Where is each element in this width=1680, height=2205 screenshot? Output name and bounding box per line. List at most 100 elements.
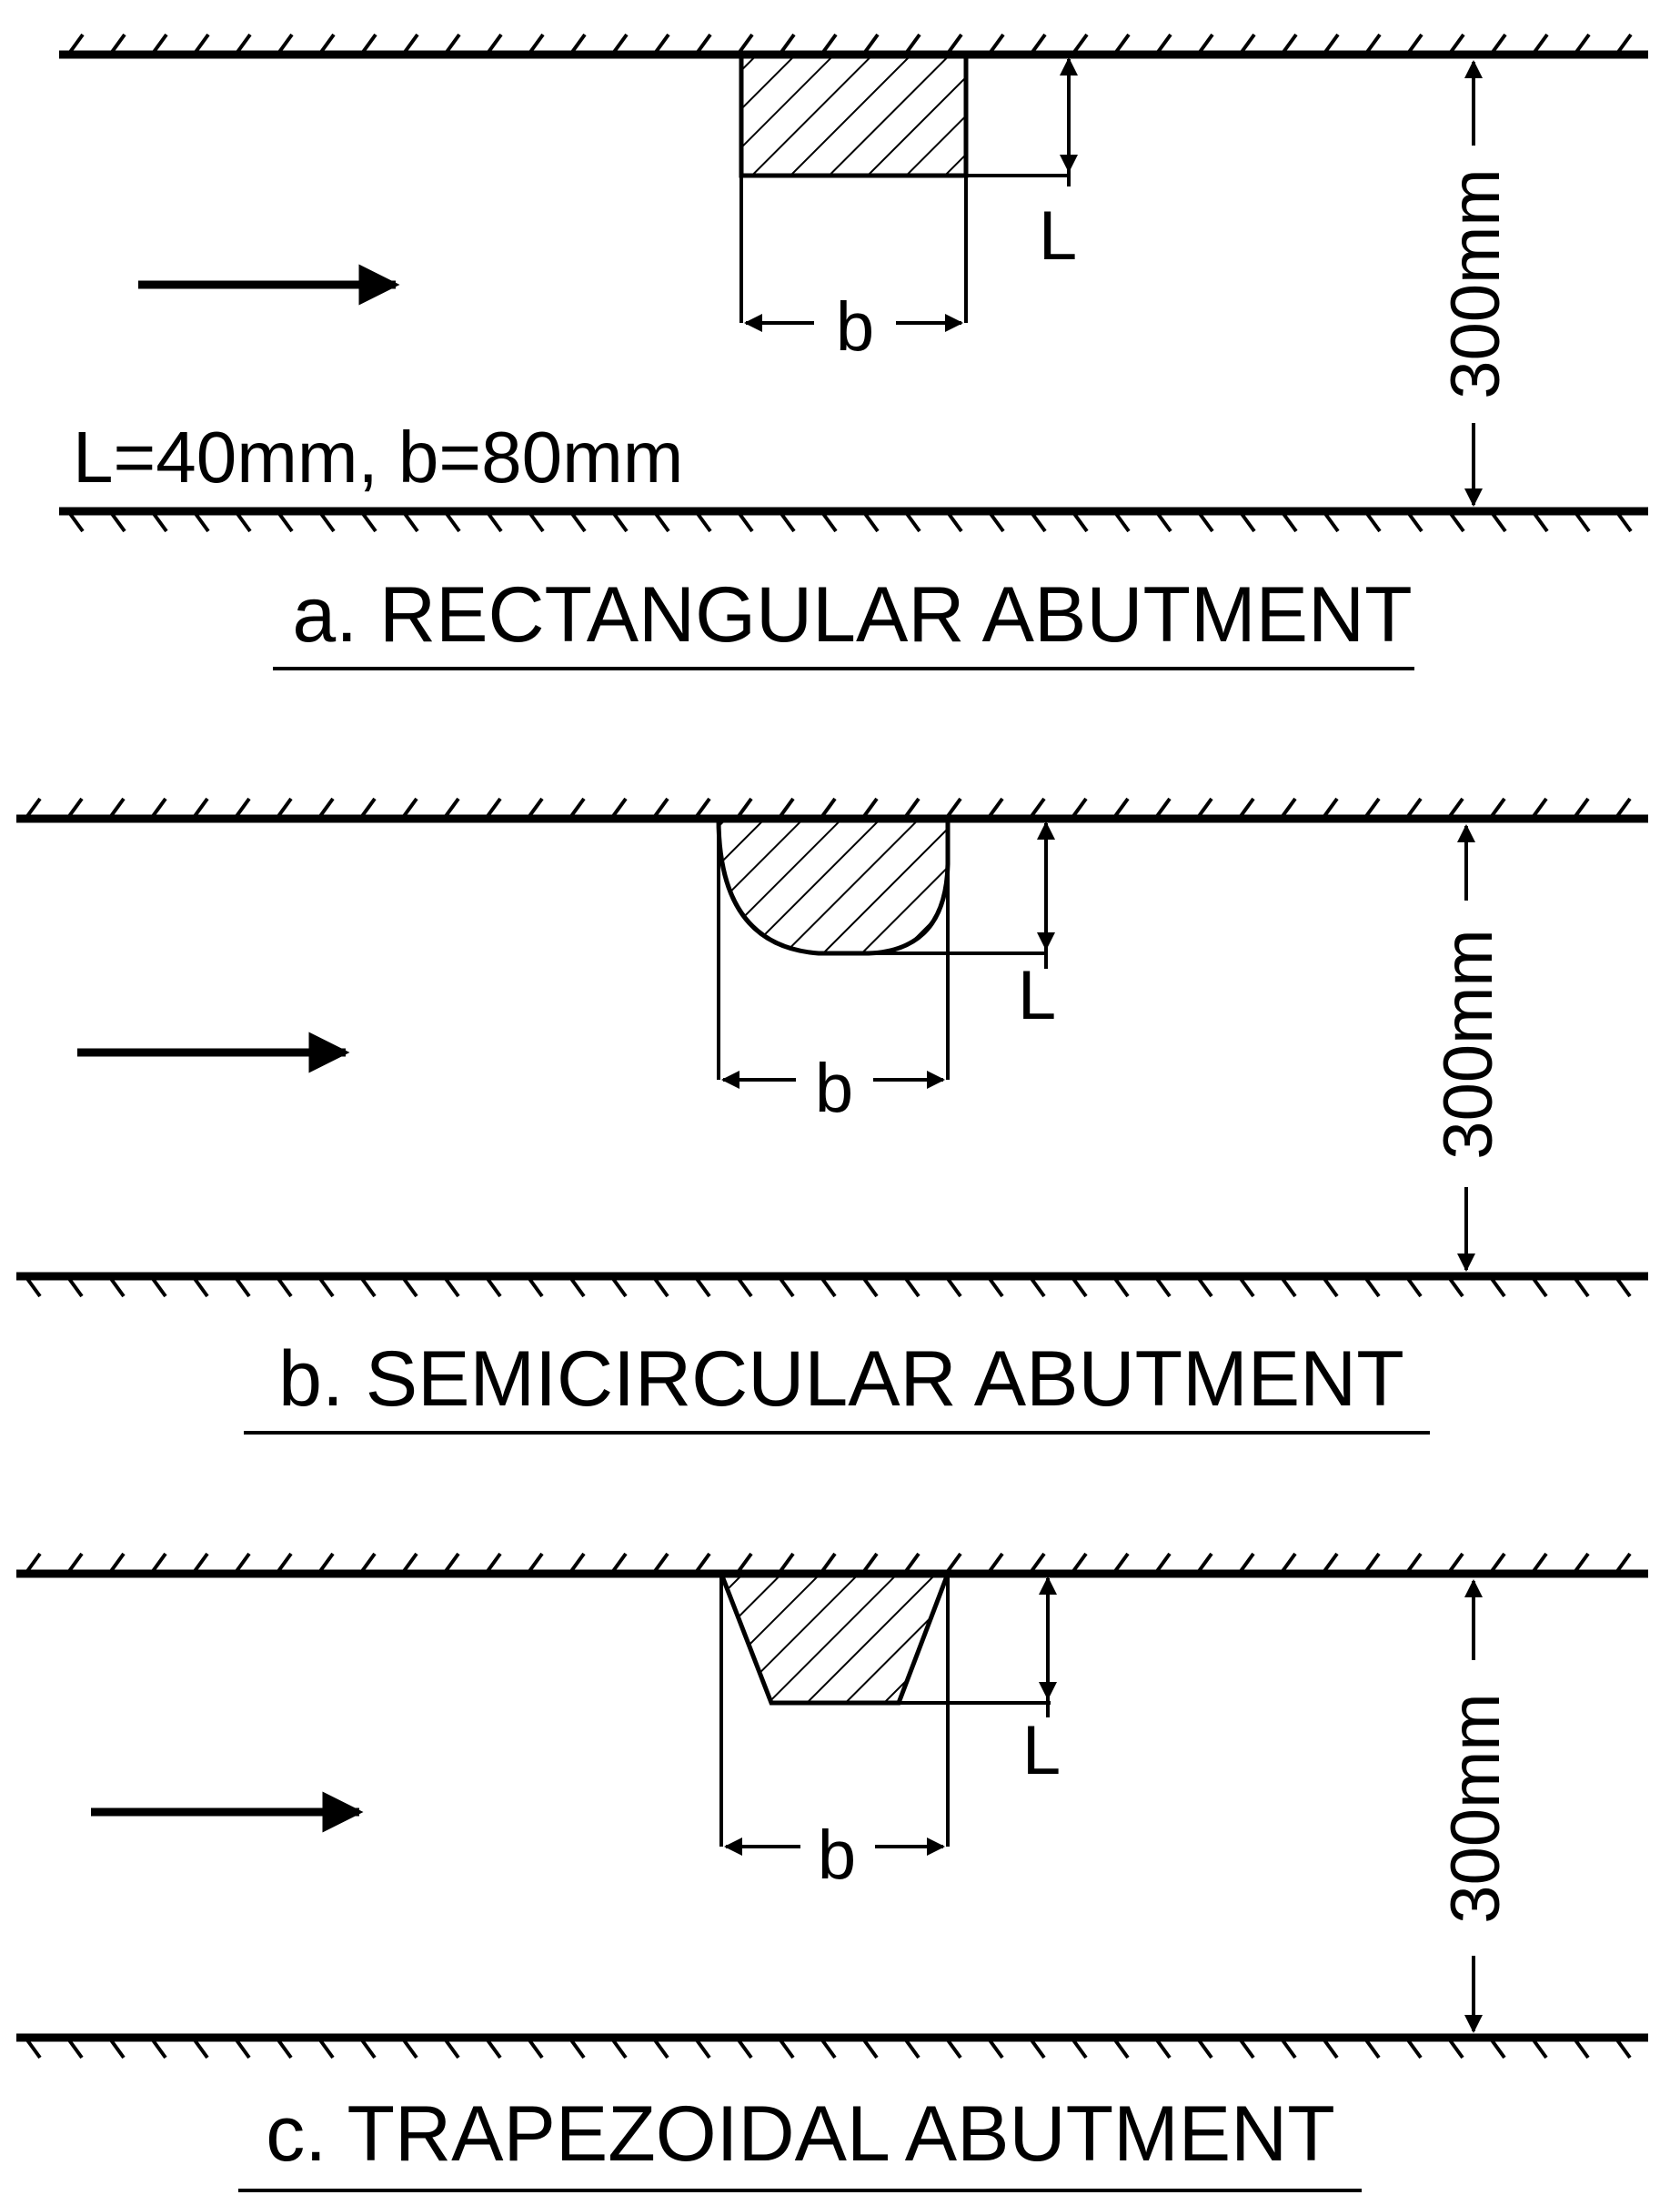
wall-hatch-tick <box>987 509 1005 533</box>
wall-hatch-tick <box>1237 2036 1255 2059</box>
wall-hatch-tick <box>610 33 629 56</box>
wall-hatch-tick <box>945 509 963 533</box>
wall-hatch-tick <box>1614 797 1632 821</box>
wall-hatch-tick <box>777 1552 795 1576</box>
wall-hatch-tick <box>777 1274 795 1298</box>
wall-hatch-tick <box>485 509 503 533</box>
wall-hatch-tick <box>1237 1552 1255 1576</box>
wall-hatch-tick <box>527 33 545 56</box>
wall-hatch-tick <box>1028 1274 1046 1298</box>
wall-hatch-tick <box>819 1274 837 1298</box>
abutment-trapezoidal <box>718 1571 951 1706</box>
wall-hatch-tick <box>1112 2036 1130 2059</box>
wall-hatch-tick <box>443 509 461 533</box>
wall-hatch-tick <box>1489 509 1507 533</box>
wall-hatch-tick <box>1196 33 1214 56</box>
panel-c: b L 300mm c. TRAPEZOIDAL ABUTMENT <box>16 1552 1648 2192</box>
wall-hatch-tick <box>1153 2036 1172 2059</box>
wall-hatch-tick <box>1238 33 1256 56</box>
wall-hatch-tick <box>1531 509 1549 533</box>
wall-hatch-tick <box>485 33 503 56</box>
wall-hatch-tick <box>65 1552 84 1576</box>
wall-hatch-tick <box>1573 33 1591 56</box>
wall-hatch-tick <box>693 1552 711 1576</box>
width-label: b <box>818 1817 856 1894</box>
wall-hatch-tick <box>1572 1274 1590 1298</box>
channel-width-dimension: 300mm <box>1437 60 1514 507</box>
wall-hatch-tick <box>945 33 963 56</box>
wall-hatch-tick <box>359 509 377 533</box>
wall-hatch-tick <box>358 1274 377 1298</box>
wall-hatch-tick <box>944 1274 962 1298</box>
wall-hatch-tick <box>1071 33 1089 56</box>
wall-hatch-tick <box>1238 509 1256 533</box>
channel-wall-bottom <box>59 507 1648 533</box>
wall-hatch-tick <box>275 1552 293 1576</box>
wall-hatch-tick <box>1446 2036 1464 2059</box>
wall-hatch-tick <box>191 1552 209 1576</box>
wall-hatch-tick <box>66 33 85 56</box>
wall-hatch-tick <box>400 1552 418 1576</box>
wall-hatch-tick <box>1321 1552 1339 1576</box>
wall-hatch-tick <box>66 509 85 533</box>
wall-hatch-tick <box>149 797 167 821</box>
wall-hatch-tick <box>1488 1552 1506 1576</box>
wall-hatch-tick <box>651 1274 669 1298</box>
length-label: L <box>1018 957 1056 1034</box>
wall-hatch-tick <box>1446 1274 1464 1298</box>
wall-hatch-tick <box>192 509 210 533</box>
wall-hatch-tick <box>1112 797 1130 821</box>
wall-hatch-tick <box>820 33 838 56</box>
wall-hatch-tick <box>1530 2036 1548 2059</box>
wall-hatch-tick <box>944 2036 962 2059</box>
wall-hatch-tick <box>24 1274 42 1298</box>
wall-hatch-tick <box>276 509 294 533</box>
wall-hatch-tick <box>693 797 711 821</box>
wall-hatch-tick <box>484 1274 502 1298</box>
wall-hatch-tick <box>1488 1274 1506 1298</box>
wall-hatch-tick <box>1153 1274 1172 1298</box>
wall-hatch-tick <box>902 1552 920 1576</box>
wall-hatch-tick <box>24 2036 42 2059</box>
wall-hatch-tick <box>778 509 796 533</box>
wall-hatch-tick <box>275 2036 293 2059</box>
channel-wall-top <box>16 1552 1648 1578</box>
wall-hatch-tick <box>986 1552 1004 1576</box>
wall-hatch-tick <box>108 33 126 56</box>
wall-hatch-tick <box>693 1274 711 1298</box>
wall-hatch-tick <box>1153 797 1172 821</box>
wall-hatch-tick <box>609 1552 628 1576</box>
abutment-rectangular <box>739 52 969 178</box>
wall-hatch-tick <box>317 797 335 821</box>
wall-hatch-tick <box>1572 797 1590 821</box>
wall-hatch-tick <box>358 797 377 821</box>
wall-hatch-tick <box>107 1274 126 1298</box>
wall-hatch-tick <box>233 797 251 821</box>
wall-hatch-tick <box>149 1274 167 1298</box>
length-dimension: L <box>1018 821 1056 1034</box>
channel-wall-bottom <box>16 2033 1648 2059</box>
wall-hatch-tick <box>652 33 670 56</box>
wall-hatch-tick <box>777 797 795 821</box>
wall-hatch-tick <box>736 509 754 533</box>
wall-hatch-tick <box>735 1552 753 1576</box>
wall-hatch-tick <box>442 797 460 821</box>
wall-hatch-tick <box>902 1274 920 1298</box>
wall-hatch-tick <box>192 33 210 56</box>
wall-hatch-tick <box>400 797 418 821</box>
wall-hatch-tick <box>1614 1274 1632 1298</box>
length-label: L <box>1022 1712 1061 1789</box>
abutment-semicircular <box>716 816 951 956</box>
channel-width-dimension: 300mm <box>1437 1579 1514 2033</box>
wall-hatch-tick <box>986 797 1004 821</box>
caption-a: a. RECTANGULAR ABUTMENT <box>292 571 1412 659</box>
wall-hatch-tick <box>609 2036 628 2059</box>
wall-hatch-tick <box>1488 2036 1506 2059</box>
wall-hatch-tick <box>1112 1552 1130 1576</box>
wall-hatch-tick <box>317 1552 335 1576</box>
wall-hatch-tick <box>1531 33 1549 56</box>
width-dimension: b <box>724 1817 945 1894</box>
wall-hatch-tick <box>484 797 502 821</box>
wall-hatch-tick <box>150 509 168 533</box>
